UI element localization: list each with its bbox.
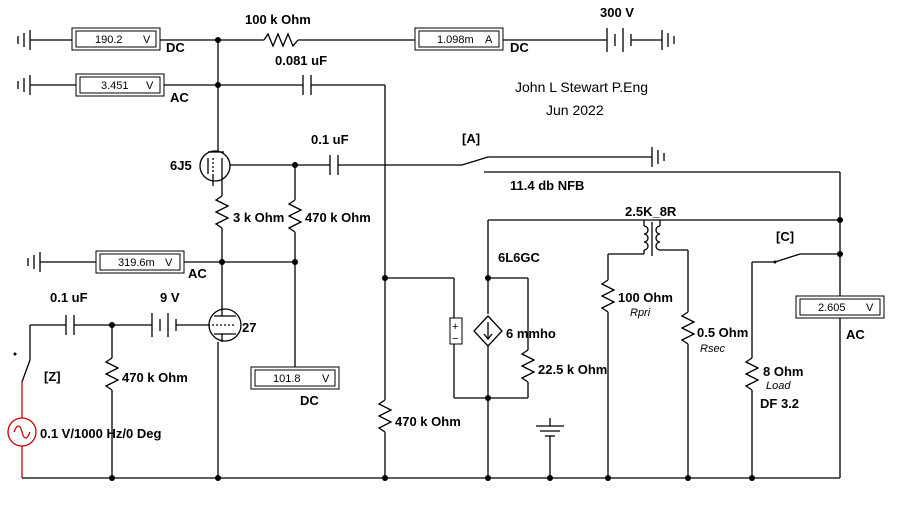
transformer-label: 2.5K_8R [625,204,677,219]
plate-resistor [263,32,299,48]
input-resistor [104,357,120,391]
meter-6-value: 2.605 [818,302,846,314]
secondary-resistor-ref: Rsec [700,343,726,355]
primary-resistor-label: 100 Ohm [618,290,673,305]
damping-factor-label: DF 3.2 [760,396,799,411]
meter-4-value: 319.6m [118,257,155,269]
voltmeter-ac-4: 319.6m V [95,250,185,274]
bias-battery-icon [151,313,177,337]
output-grid-resistor [377,399,393,433]
meter-6-mode: AC [846,327,865,342]
switch-c-label: [C] [776,229,794,244]
plate-output-resistor [520,349,536,383]
meter-5-mode: DC [300,393,319,408]
nfb-capacitor [329,155,339,175]
nfb-capacitor-label: 0.1 uF [311,132,349,147]
meter-1-value: 190.2 [95,34,123,46]
ground-icon-2 [17,75,31,95]
nfb-label: 11.4 db NFB [510,178,584,193]
meter-2-mode: AC [170,90,189,105]
load-resistor [744,357,760,391]
ground-icon-switch-a [651,147,665,167]
ground-icon-top-right [661,30,675,50]
voltage-sense-icon: + − [449,317,463,345]
coupling-capacitor [302,75,312,95]
ground-icon-3 [27,252,41,272]
switch-a-label: [A] [462,131,480,146]
meter-1-mode: DC [166,40,185,55]
coupling-capacitor-label: 0.081 uF [275,53,327,68]
voltmeter-dc-1: 190.2 V [71,27,161,51]
voltmeter-ac-6: 2.605 V [795,295,885,319]
output-grid-resistor-label: 470 k Ohm [395,414,461,429]
meter-1-unit: V [143,34,151,46]
author-name: John L Stewart P.Eng [515,79,648,95]
tube-27-label: 27 [242,320,256,335]
bias-resistor-label: 3 k Ohm [233,210,284,225]
meter-5-value: 101.8 [273,373,301,385]
input-resistor-label: 470 k Ohm [122,370,188,385]
voltmeter-ac-2: 3.451 V [75,73,165,97]
voltmeter-dc-5: 101.8 V [250,366,340,390]
primary-resistor-ref: Rpri [630,307,651,319]
meter-4-mode: AC [188,266,207,281]
ac-source-icon [7,417,37,447]
load-resistor-label: 8 Ohm [763,364,803,379]
bias-battery-label: 9 V [160,290,180,305]
meter-3-value: 1.098m [437,34,474,46]
meter-5-unit: V [322,373,330,385]
chassis-ground-icon [536,418,564,437]
input-capacitor [65,315,75,335]
tube-6j5-label: 6J5 [170,158,192,173]
input-capacitor-label: 0.1 uF [50,290,88,305]
meter-2-value: 3.451 [101,80,129,92]
meter-3-mode: DC [510,40,529,55]
switch-z-label: [Z] [44,369,61,384]
sense-plus: + [452,321,458,333]
sense-minus: − [452,333,458,345]
switch-a[interactable] [461,156,652,166]
primary-resistor [600,279,616,313]
load-resistor-ref: Load [766,380,791,392]
bias-resistor [214,195,230,229]
supply-label: 300 V [600,5,634,20]
battery-300v-icon [606,28,632,52]
plate-resistor-label: 100 k Ohm [245,12,311,27]
output-tube-label: 6L6GC [498,250,541,265]
secondary-resistor-label: 0.5 Ohm [697,325,748,340]
triode-27-icon [208,306,242,342]
ammeter-dc-3: 1.098m A [414,27,504,51]
meter-4-unit: V [165,257,173,269]
ac-source-label: 0.1 V/1000 Hz/0 Deg [40,426,161,441]
triode-6j5-icon [199,150,231,186]
author-date: Jun 2022 [546,102,604,118]
switch-c[interactable] [773,253,801,264]
plate-output-resistor-label: 22.5 k Ohm [538,362,607,377]
current-source-icon [473,315,503,347]
meter-6-unit: V [866,302,874,314]
meter-2-unit: V [146,80,154,92]
secondary-resistor [680,311,696,345]
transformer-icon [643,222,661,256]
grid-resistor [287,199,303,233]
grid-resistor-label: 470 k Ohm [305,210,371,225]
switch-z[interactable] [13,352,31,383]
ground-icon-1 [17,30,31,50]
meter-3-unit: A [485,34,493,46]
gm-label: 6 mmho [506,326,556,341]
